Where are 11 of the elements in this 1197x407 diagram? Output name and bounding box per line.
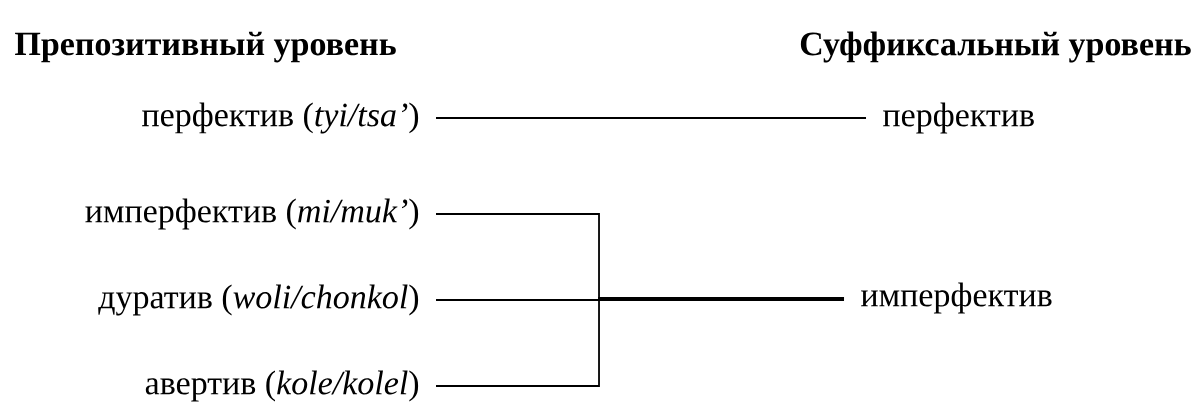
term-label: авертив (kole/kolel)	[145, 370, 419, 402]
level-heading: Суффиксальный уровень	[800, 31, 1191, 63]
connector-line	[435, 297, 845, 387]
connector-line	[435, 117, 867, 119]
term-label: перфектив (tyi/tsa’)	[142, 102, 419, 134]
level-heading: Препозитивный уровень	[15, 31, 396, 63]
term-label: дуратив (woli/chonkol)	[98, 284, 419, 316]
term-label: имперфектив	[861, 282, 1052, 314]
term-label: имперфектив (mi/muk’)	[85, 198, 419, 230]
connector-line	[435, 299, 845, 301]
term-label: перфектив	[883, 102, 1034, 134]
